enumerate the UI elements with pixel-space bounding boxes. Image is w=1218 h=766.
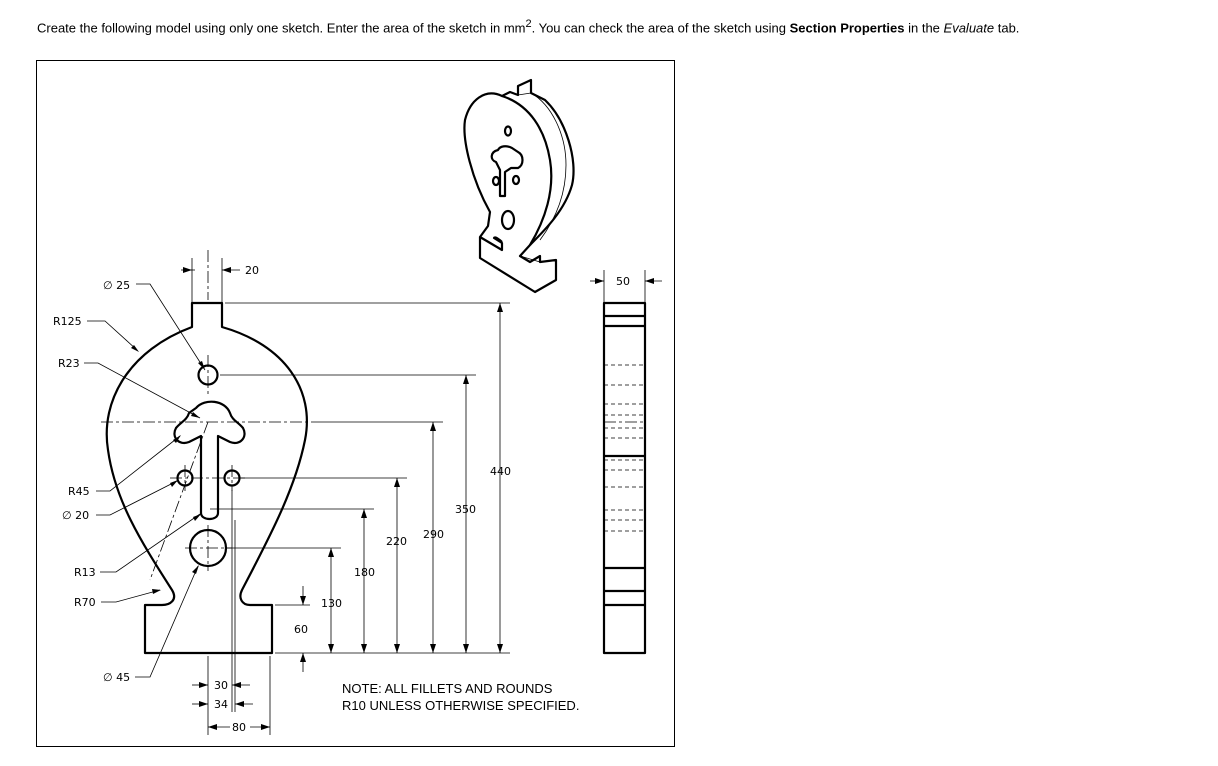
dimension-lines (181, 267, 662, 730)
instruction-part3: in the (904, 20, 944, 36)
instruction-italic: Evaluate (943, 20, 995, 36)
instruction-superscript: 2 (525, 18, 532, 30)
label-height-440: 440 (490, 465, 511, 478)
extension-lines (191, 258, 646, 735)
instruction-part2: . You can check the area of the sketch u… (531, 20, 790, 36)
side-view (602, 301, 647, 655)
instruction-part1: Create the following model using only on… (37, 20, 526, 36)
label-width-20: 20 (245, 264, 259, 277)
label-height-220: 220 (386, 535, 407, 548)
label-height-350: 350 (455, 503, 476, 516)
label-width-30: 30 (214, 679, 228, 692)
label-height-60: 60 (294, 623, 308, 636)
front-view (101, 250, 320, 655)
note-line-1: NOTE: ALL FILLETS AND ROUNDS (342, 681, 553, 696)
label-width-50: 50 (616, 275, 630, 288)
label-r70: R70 (74, 596, 96, 609)
label-r13: R13 (74, 566, 96, 579)
label-height-130: 130 (321, 597, 342, 610)
label-width-34: 34 (214, 698, 228, 711)
label-r23: R23 (58, 357, 80, 370)
label-width-80: 80 (232, 721, 246, 734)
label-dia-45: ∅ 45 (103, 671, 130, 684)
label-dia-20: ∅ 20 (62, 509, 89, 522)
label-r45: R45 (68, 485, 90, 498)
instruction-part4: tab. (994, 20, 1020, 36)
leader-lines (84, 283, 206, 678)
dimension-labels: ∅ 25 R125 R23 R45 ∅ 20 R13 R70 ∅ 45 20 5… (53, 264, 630, 734)
label-dia-25: ∅ 25 (103, 279, 130, 292)
note-line-2: R10 UNLESS OTHERWISE SPECIFIED. (342, 698, 579, 713)
instruction-text: Create the following model using only on… (37, 18, 1019, 35)
drawing-frame (36, 60, 675, 747)
label-r125: R125 (53, 315, 82, 328)
instruction-bold: Section Properties (789, 20, 905, 36)
drawing-note: NOTE: ALL FILLETS AND ROUNDS R10 UNLESS … (342, 681, 579, 713)
label-height-180: 180 (354, 566, 375, 579)
label-height-290: 290 (423, 528, 444, 541)
isometric-view (463, 78, 575, 294)
